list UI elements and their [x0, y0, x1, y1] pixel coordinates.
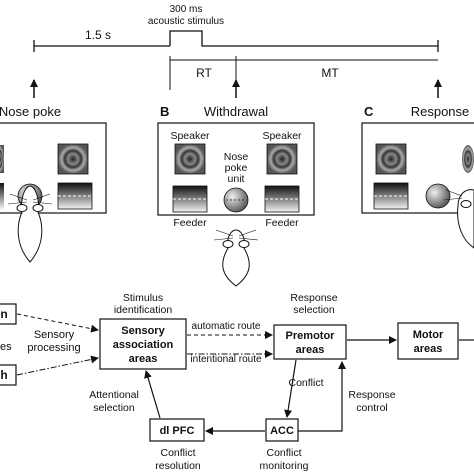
premotor-box	[273, 324, 347, 360]
premotor-label-2: areas	[296, 344, 325, 356]
stimulus-identification-label-1: Stimulus	[123, 292, 163, 304]
left-box-top	[0, 303, 17, 325]
sensory-processing-label-1: Sensory	[34, 329, 75, 341]
speaker-icon	[375, 143, 407, 175]
speaker-right-label: Speaker	[262, 130, 302, 142]
stimulus-label-2: acoustic stimulus	[148, 16, 224, 27]
mt-label: MT	[321, 66, 339, 80]
feeder-right-label: Feeder	[265, 217, 299, 229]
nose-poke-unit-label-3: unit	[228, 173, 245, 185]
panel-withdrawal: B Withdrawal Speaker Speaker Nose poke u…	[157, 104, 315, 287]
interval-label: 1.5 s	[85, 28, 111, 42]
arrow-premotor-acc	[284, 359, 297, 418]
acc-label: ACC	[270, 425, 294, 437]
intentional-route-label: intentional route	[190, 354, 262, 365]
response-control-label-2: control	[356, 402, 388, 414]
motor-label-1: Motor	[413, 329, 444, 341]
nose-poke-unit-icon	[425, 183, 451, 209]
response-selection-label-1: Response	[290, 292, 337, 304]
panel-nose-poke: Nose poke	[0, 104, 107, 263]
speaker-icon	[266, 143, 298, 175]
sensory-processing-label-2: processing	[27, 342, 80, 354]
rt-label: RT	[196, 66, 212, 80]
feeder-icon	[0, 183, 4, 209]
speaker-icon	[462, 145, 474, 173]
automatic-route-label: automatic route	[192, 321, 261, 332]
arrow-dlpfc-sensory	[144, 370, 161, 419]
rat-icon	[443, 189, 474, 249]
nose-poke-unit-label-1: Nose	[224, 151, 249, 163]
response-selection-label-2: selection	[293, 304, 335, 316]
motor-label-2: areas	[414, 343, 443, 355]
speaker-icon	[174, 143, 206, 175]
panel-c-letter: C	[364, 104, 374, 119]
sensory-association-label-1: Sensory	[121, 325, 165, 337]
panel-nose-poke-title: Nose poke	[0, 104, 61, 119]
conflict-monitoring-label-2: monitoring	[259, 460, 308, 472]
arrow-acc-premotor	[298, 361, 346, 432]
speaker-icon	[0, 145, 4, 173]
panel-b-letter: B	[160, 104, 169, 119]
conflict-resolution-label-1: Conflict	[160, 447, 195, 459]
sensory-association-label-2: association	[113, 339, 174, 351]
acc-box	[265, 418, 299, 442]
attentional-selection-label-2: selection	[93, 402, 135, 414]
premotor-label-1: Premotor	[286, 330, 336, 342]
arrow-sensory-dashdot	[16, 355, 99, 376]
conflict-label: Conflict	[288, 377, 323, 389]
panel-withdrawal-title: Withdrawal	[204, 104, 268, 119]
left-cut-label: es	[0, 341, 12, 353]
panel-response: C Response	[361, 104, 474, 249]
left-box-bottom-label: h	[0, 368, 7, 382]
attentional-selection-label-1: Attentional	[89, 389, 139, 401]
dlpfc-box	[149, 418, 205, 442]
conflict-monitoring-label-1: Conflict	[266, 447, 301, 459]
dlpfc-label: dl PFC	[160, 425, 195, 437]
speaker-left-label: Speaker	[170, 130, 210, 142]
nose-poke-unit-label-2: poke	[225, 162, 248, 174]
motor-box	[397, 322, 459, 360]
response-control-label-1: Response	[348, 389, 395, 401]
flow-diagram: n h es Sensory processing Stimulus ident…	[0, 292, 474, 472]
left-box-bottom	[0, 364, 17, 386]
stimulus-label-1: 300 ms	[170, 4, 203, 15]
arrow-sensory-dashed	[16, 313, 99, 333]
feeder-left-label: Feeder	[173, 217, 207, 229]
rat-icon	[7, 185, 53, 263]
rat-icon	[213, 229, 259, 287]
conflict-resolution-label-2: resolution	[155, 460, 201, 472]
panel-response-title: Response	[411, 104, 470, 119]
stimulus-identification-label-2: identification	[114, 304, 173, 316]
speaker-icon	[57, 143, 89, 175]
sensory-association-box	[99, 318, 187, 370]
sensory-association-label-3: areas	[129, 353, 158, 365]
left-box-top-label: n	[0, 307, 7, 321]
timeline: 1.5 s 300 ms acoustic stimulus RT MT	[30, 4, 442, 98]
